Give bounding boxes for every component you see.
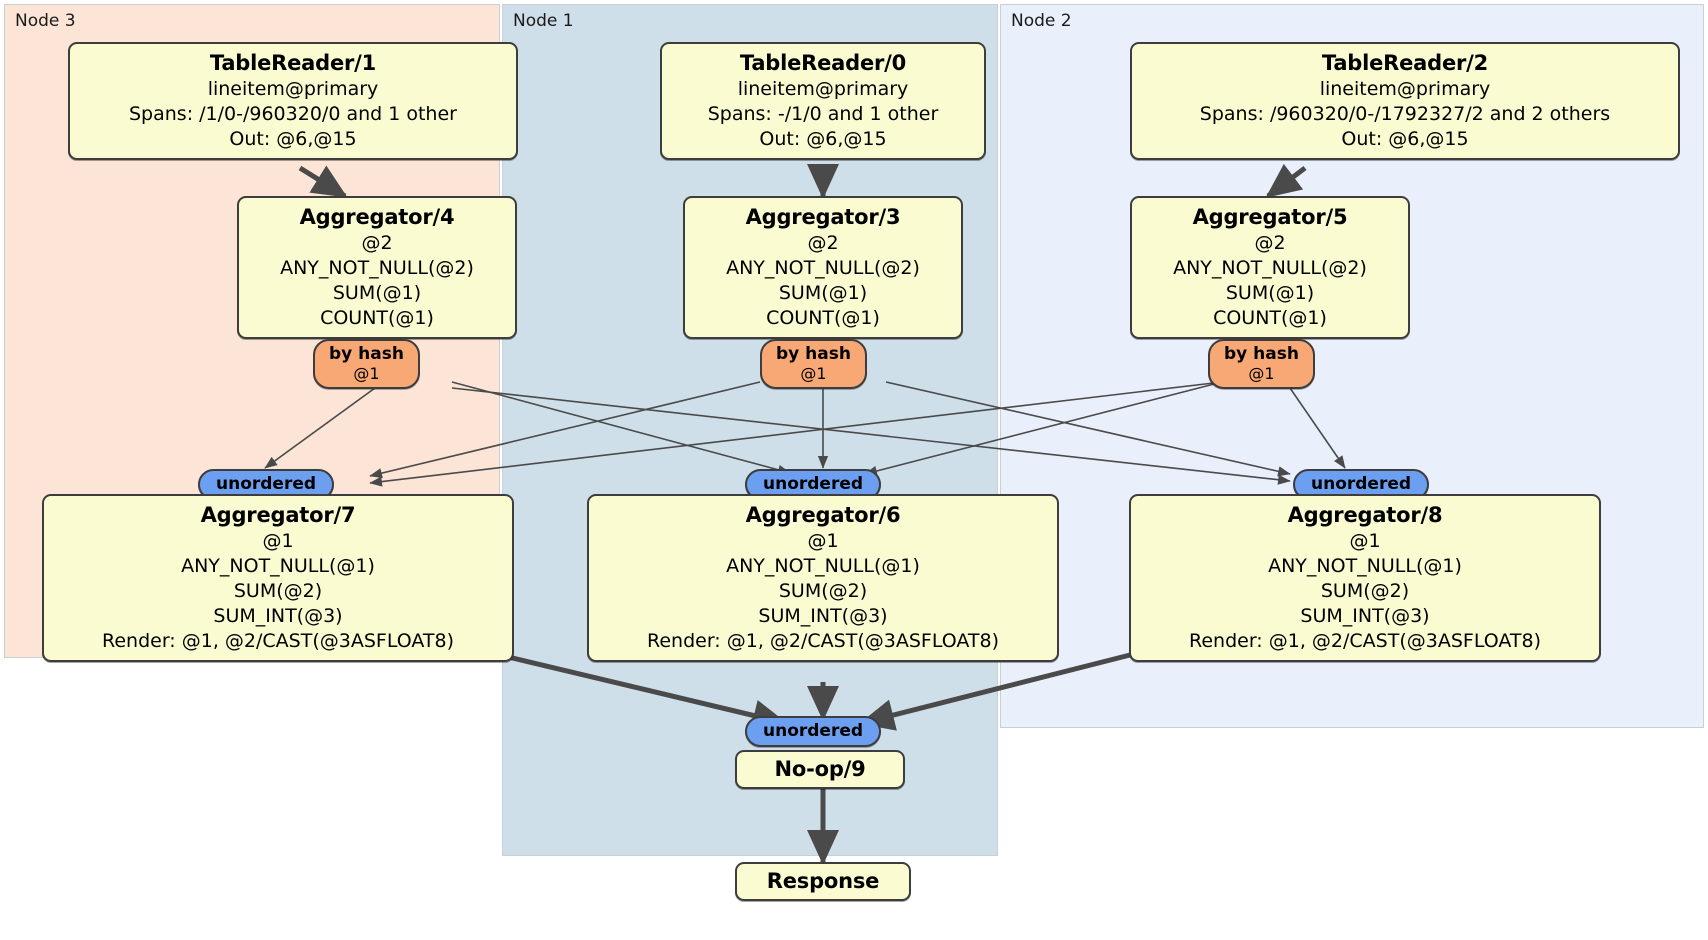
processor-no-op-9[interactable]: No-op/9: [735, 750, 905, 789]
synchronizer-unordered-final[interactable]: unordered: [745, 716, 882, 747]
synchronizer-label: unordered: [1311, 474, 1412, 494]
processor-title: Aggregator/5: [1192, 205, 1348, 229]
processor-line: COUNT(@1): [320, 307, 434, 329]
processor-title: Aggregator/8: [1287, 503, 1443, 527]
processor-title: No-op/9: [774, 757, 866, 781]
processor-title: Aggregator/3: [745, 205, 901, 229]
synchronizer-label: unordered: [763, 721, 864, 741]
processor-table-reader-2[interactable]: TableReader/2 lineitem@primary Spans: /9…: [1130, 42, 1680, 160]
processor-title: Aggregator/7: [200, 503, 356, 527]
processor-title: Aggregator/6: [745, 503, 901, 527]
processor-line: @2: [807, 232, 839, 254]
router-sublabel: @1: [353, 364, 380, 383]
processor-line: SUM(@1): [332, 282, 422, 304]
processor-line: Out: @6,@15: [759, 128, 887, 150]
processor-line: SUM_INT(@3): [213, 605, 343, 627]
processor-aggregator-8[interactable]: Aggregator/8 @1 ANY_NOT_NULL(@1) SUM(@2)…: [1129, 494, 1601, 662]
processor-title: Aggregator/4: [299, 205, 455, 229]
processor-line: Render: @1, @2/CAST(@3ASFLOAT8): [1189, 630, 1541, 652]
processor-line: Spans: /1/0-/960320/0 and 1 other: [129, 103, 457, 125]
processor-line: ANY_NOT_NULL(@1): [181, 555, 375, 577]
processor-line: lineitem@primary: [737, 78, 909, 100]
processor-line: @1: [1349, 530, 1381, 552]
processor-line: ANY_NOT_NULL(@2): [726, 257, 920, 279]
synchronizer-label: unordered: [763, 474, 864, 494]
router-label: by hash: [776, 344, 851, 364]
processor-line: @1: [807, 530, 839, 552]
processor-line: lineitem@primary: [1319, 78, 1491, 100]
processor-title: TableReader/2: [1321, 51, 1489, 75]
processor-line: Spans: /960320/0-/1792327/2 and 2 others: [1199, 103, 1611, 125]
processor-title: TableReader/0: [739, 51, 907, 75]
processor-line: SUM(@2): [1320, 580, 1410, 602]
processor-title: Response: [766, 869, 880, 893]
node-panel-node2-label: Node 2: [1011, 11, 1072, 31]
processor-aggregator-4[interactable]: Aggregator/4 @2 ANY_NOT_NULL(@2) SUM(@1)…: [237, 196, 517, 339]
router-by-hash-left[interactable]: by hash @1: [313, 339, 420, 389]
router-label: by hash: [1224, 344, 1299, 364]
processor-line: Out: @6,@15: [229, 128, 357, 150]
router-label: by hash: [329, 344, 404, 364]
processor-line: SUM(@1): [778, 282, 868, 304]
processor-table-reader-1[interactable]: TableReader/1 lineitem@primary Spans: /1…: [68, 42, 518, 160]
processor-line: Out: @6,@15: [1341, 128, 1469, 150]
processor-response[interactable]: Response: [735, 862, 911, 901]
processor-line: ANY_NOT_NULL(@1): [726, 555, 920, 577]
processor-line: ANY_NOT_NULL(@2): [280, 257, 474, 279]
processor-line: @2: [361, 232, 393, 254]
processor-line: lineitem@primary: [207, 78, 379, 100]
processor-line: SUM(@2): [233, 580, 323, 602]
router-by-hash-right[interactable]: by hash @1: [1208, 339, 1315, 389]
processor-aggregator-7[interactable]: Aggregator/7 @1 ANY_NOT_NULL(@1) SUM(@2)…: [42, 494, 514, 662]
router-sublabel: @1: [800, 364, 827, 383]
processor-aggregator-3[interactable]: Aggregator/3 @2 ANY_NOT_NULL(@2) SUM(@1)…: [683, 196, 963, 339]
processor-line: SUM_INT(@3): [758, 605, 888, 627]
processor-aggregator-5[interactable]: Aggregator/5 @2 ANY_NOT_NULL(@2) SUM(@1)…: [1130, 196, 1410, 339]
processor-line: SUM(@1): [1225, 282, 1315, 304]
node-panel-node1-label: Node 1: [513, 11, 574, 31]
processor-title: TableReader/1: [209, 51, 377, 75]
processor-line: COUNT(@1): [766, 307, 880, 329]
processor-line: SUM(@2): [778, 580, 868, 602]
router-sublabel: @1: [1248, 364, 1275, 383]
processor-line: @2: [1254, 232, 1286, 254]
processor-line: COUNT(@1): [1213, 307, 1327, 329]
processor-line: Render: @1, @2/CAST(@3ASFLOAT8): [647, 630, 999, 652]
processor-line: ANY_NOT_NULL(@2): [1173, 257, 1367, 279]
processor-line: @1: [262, 530, 294, 552]
processor-table-reader-0[interactable]: TableReader/0 lineitem@primary Spans: -/…: [660, 42, 986, 160]
router-by-hash-center[interactable]: by hash @1: [760, 339, 867, 389]
synchronizer-label: unordered: [216, 474, 317, 494]
processor-aggregator-6[interactable]: Aggregator/6 @1 ANY_NOT_NULL(@1) SUM(@2)…: [587, 494, 1059, 662]
processor-line: ANY_NOT_NULL(@1): [1268, 555, 1462, 577]
processor-line: Render: @1, @2/CAST(@3ASFLOAT8): [102, 630, 454, 652]
processor-line: Spans: -/1/0 and 1 other: [707, 103, 939, 125]
node-panel-node3-label: Node 3: [15, 11, 76, 31]
processor-line: SUM_INT(@3): [1300, 605, 1430, 627]
